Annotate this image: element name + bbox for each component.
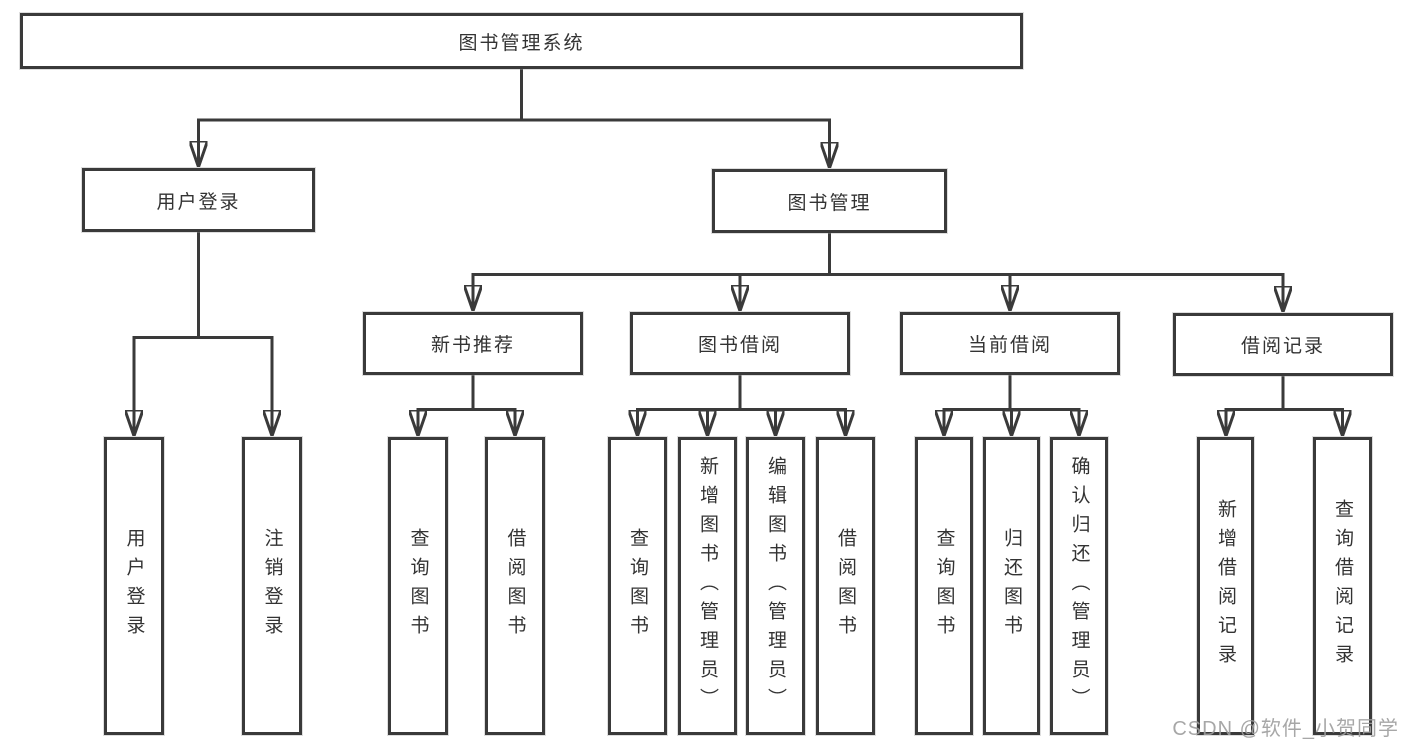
- node-edit-books-admin: 编辑图书（管理员）: [746, 437, 805, 735]
- node-book-borrowing: 图书借阅: [630, 312, 850, 375]
- node-label: 查询图书: [933, 528, 955, 644]
- node-return-books: 归还图书: [983, 437, 1040, 735]
- node-label: 查询图书: [627, 528, 648, 644]
- node-label: 注销登录: [261, 528, 283, 644]
- node-book-management: 图书管理: [712, 169, 947, 233]
- node-user-login: 用户登录: [104, 437, 164, 735]
- edge-root-to-level2: [197, 69, 831, 167]
- node-current-borrowing: 当前借阅: [900, 312, 1120, 375]
- node-user-login-group: 用户登录: [82, 168, 315, 232]
- node-label: 图书管理系统: [458, 32, 585, 54]
- node-label: 图书管理: [787, 192, 872, 214]
- node-label: 当前借阅: [967, 335, 1052, 356]
- node-label: 借阅图书: [504, 528, 526, 644]
- edge-borrowing-records-to-leaves: [1225, 376, 1345, 435]
- edge-book-management-to-level3: [472, 233, 1285, 311]
- node-logout: 注销登录: [242, 437, 302, 735]
- node-label: 用户登录: [156, 191, 241, 213]
- node-new-book-recommendation: 新书推荐: [363, 312, 583, 375]
- node-query-borrow-record: 查询借阅记录: [1313, 437, 1372, 735]
- edge-new-book-recommend-to-leaves: [417, 375, 517, 435]
- node-add-books-admin: 新增图书（管理员）: [678, 437, 737, 735]
- node-query-books-borrow: 查询图书: [608, 437, 667, 735]
- watermark: CSDN @软件_小贺同学: [1172, 718, 1399, 740]
- node-borrow-books-recommend: 借阅图书: [485, 437, 545, 735]
- node-label: 查询借阅记录: [1332, 499, 1353, 673]
- node-label: 查询图书: [407, 528, 429, 644]
- node-borrow-books-borrow: 借阅图书: [816, 437, 875, 735]
- node-query-books-current: 查询图书: [915, 437, 973, 735]
- node-label: 确认归还（管理员）: [1068, 455, 1090, 717]
- node-add-borrow-record: 新增借阅记录: [1197, 437, 1254, 735]
- node-label: 借阅图书: [835, 528, 856, 644]
- node-confirm-return-admin: 确认归还（管理员）: [1050, 437, 1108, 735]
- edge-current-borrowing-to-leaves: [943, 375, 1081, 435]
- edge-user-login-group-to-leaves: [133, 232, 274, 435]
- node-query-books-recommend: 查询图书: [388, 437, 448, 735]
- node-borrowing-records: 借阅记录: [1173, 313, 1393, 376]
- node-label: 归还图书: [1001, 528, 1022, 644]
- node-label: 新增借阅记录: [1215, 499, 1236, 673]
- edge-book-borrowing-to-leaves: [636, 375, 847, 435]
- node-label: 图书借阅: [697, 335, 782, 356]
- node-label: 编辑图书（管理员）: [765, 455, 786, 717]
- node-library-management-system: 图书管理系统: [20, 13, 1023, 69]
- node-label: 借阅记录: [1240, 336, 1325, 357]
- node-label: 新增图书（管理员）: [697, 455, 718, 717]
- node-label: 新书推荐: [430, 335, 515, 356]
- node-label: 用户登录: [123, 528, 145, 644]
